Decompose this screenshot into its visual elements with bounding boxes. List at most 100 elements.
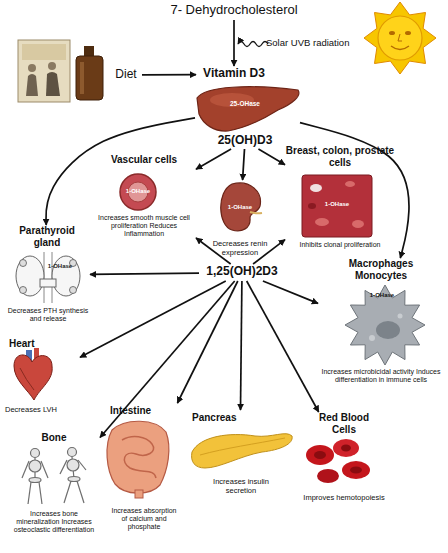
organ-heading: Heart [9,338,49,350]
bone-target: BoneIncreases bone mineralization Increa… [8,432,100,550]
tissue-illustration-part [302,175,372,237]
blood-cells-illustration-part [306,445,334,465]
skeleton-illustration-part [39,482,42,504]
parathyroid-target: Parathyroid gland1-OHaseDecreases PTH sy… [6,225,90,325]
effect-text: Decreases renin expression [205,240,275,257]
metabolite-box: Vitamin D3 [196,66,272,83]
flow-arrow [196,149,231,169]
heart-illustration [14,348,52,400]
kidney-illustration-part [221,183,261,231]
tissue-illustration-part [345,181,355,187]
heart-target: HeartDecreases LVH [5,338,80,416]
skeleton-illustration-part [67,459,79,471]
tissue-illustration-part [310,184,322,192]
vascular-target: Vascular cells 1-OHaseIncreases smooth mu… [92,154,196,244]
diet-source: Diet [110,67,142,83]
skeleton-illustration-part [29,460,41,472]
kidney-illustration [221,183,262,231]
sun-illustration-part [405,31,411,35]
parathyroid-illustration [16,252,80,303]
blood-cells-illustration-part [341,445,351,452]
organ-heading: Bone [34,432,74,444]
pancreas-illustration [192,434,293,468]
metabolite-box: 1,25(OH)2D3 [199,264,285,281]
sun-illustration [364,2,436,74]
skeleton-illustration-part [41,461,48,478]
pancreas-illustration-part [192,434,293,468]
organ-heading: Breast, colon, prostate cells [285,145,395,168]
blood-cells-illustration-part [317,469,339,483]
organ-heading: Macrophages Monocytes [336,258,426,281]
sun-illustration-part [389,31,395,35]
effect-text: Increases absorption of calcium and phos… [108,507,180,531]
flow-arrow [142,74,196,76]
skeleton-illustration-part [68,477,80,482]
liver-illustration [197,87,299,131]
flow-arrow [177,281,237,403]
liver-illustration-part [197,87,299,131]
skeleton-illustration-part [60,460,67,474]
skeleton-illustration-part [29,478,41,483]
tissue-illustration [302,175,372,237]
tissue-illustration-part [308,203,316,209]
macrophage-illustration-part [376,321,400,339]
uvb-wave [238,42,268,47]
skeleton-illustration-part [68,448,77,457]
flow-arrow [243,149,245,180]
enzyme-label: 1-OHase [223,204,257,211]
sun-illustration-part [398,34,402,41]
enzyme-label: 1-OHase [362,292,402,299]
pancreas-target: PancreasIncreases insulin secretion [190,410,290,500]
diet-illustration-part [46,72,60,96]
intestine-illustration-part [122,437,156,478]
diet-illustration-part [18,40,70,102]
macrophage-illustration-part [369,335,375,341]
parathyroid-illustration-part [52,256,80,296]
skeleton-illustration-part [28,482,31,504]
macrophage-target: Macrophages Monocytes1-OHaseIncreases mi… [318,258,444,400]
macrophage-illustration-part [398,314,403,319]
sun-illustration-part [364,2,436,74]
tissue-target: Breast, colon, prostate cells1-OHaseInhi… [285,145,395,250]
skeleton-illustration [22,448,86,505]
enzyme-label: 1-OHase [121,188,155,195]
flow-arrow [258,149,285,165]
organ-heading: Red Blood Cells [316,412,372,435]
effect-text: Inhibits clonal proliferation [285,241,395,249]
heart-illustration-part [14,355,52,400]
flow-arrow [233,20,235,66]
macrophage-illustration [345,285,425,365]
parathyroid-illustration-part [40,279,56,287]
metabolite-box: 25(OH)D3 [213,133,277,149]
organ-heading: Pancreas [192,412,252,424]
macrophage-illustration-part [345,285,425,365]
effect-text: Increases bone mineralization Increases … [11,510,97,534]
tissue-illustration-part [315,218,329,226]
flow-arrow [263,281,318,303]
diet-illustration-part [80,62,84,94]
kidney-illustration-part [250,212,262,213]
radiation-label: Solar UVB radiation [266,38,366,49]
flow-arrow [46,118,195,225]
intestine-illustration-part [107,421,169,493]
source-name: Diet [110,68,142,82]
organ-heading: Vascular cells [92,154,196,166]
flow-arrow [80,281,226,357]
liver-organ: 25-OHase [195,86,300,132]
metabolite-name: Vitamin D3 [196,67,272,81]
diet-illustration [18,40,103,102]
blood-cells-illustration-part [333,439,359,457]
vascular-cell-illustration [120,174,156,210]
flow-arrow [247,281,319,412]
metabolite-name: 7- Dehydrocholesterol [154,3,314,18]
metabolite-name: 25(OH)D3 [213,134,277,148]
effect-text: Increases smooth muscle cell proliferati… [96,214,192,238]
effect-text: Improves hemotopoiesis [298,494,390,503]
flow-arrow [240,281,241,410]
organ-heading: Intestine [110,405,170,417]
enzyme-label: 1-OHase [42,263,78,270]
flow-arrow [90,273,199,274]
